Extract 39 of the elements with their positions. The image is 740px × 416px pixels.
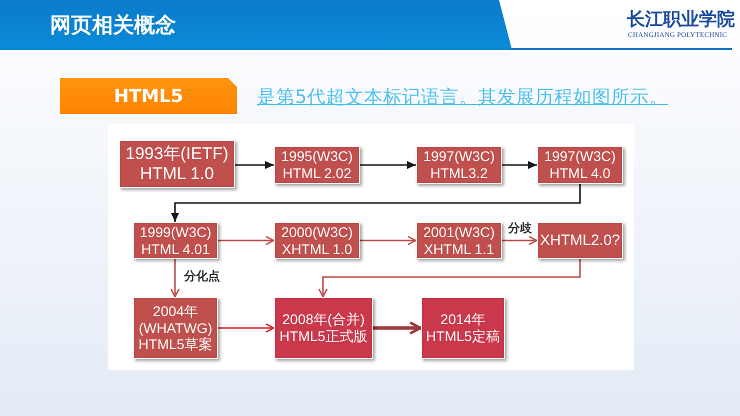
version-text: 1993年(IETF) HTML 1.0: [124, 144, 230, 184]
version-box: [416, 146, 502, 184]
version-text: 2000(W3C) XHTML 1.0: [280, 224, 354, 258]
version-text: XHTML2.0?: [540, 232, 620, 250]
version-text: 2001(W3C) XHTML 1.1: [422, 224, 496, 258]
version-text: 2014年 HTML5定稿: [425, 311, 501, 345]
arrow: [360, 236, 416, 246]
version-text: 1999(W3C) HTML 4.01: [138, 224, 212, 258]
edge-label: 分化点: [183, 269, 221, 284]
school-name: 长江职业学院: [627, 8, 735, 30]
arrow: [502, 161, 537, 169]
version-text: 1995(W3C) HTML 2.02: [280, 148, 354, 182]
tab-title: HTML5: [114, 86, 184, 106]
version-box: [119, 140, 235, 188]
elbow-arrow: [171, 184, 581, 222]
version-text: 1997(W3C) HTML3.2: [422, 148, 496, 182]
elbow-arrow: [318, 259, 581, 298]
arrow: [218, 323, 274, 333]
arrow: [218, 236, 274, 246]
version-text: 2004年 (WHATWG) HTML5草案: [138, 302, 214, 354]
version-box: [133, 222, 218, 259]
edge-label: 分歧: [507, 221, 533, 236]
version-text: 1997(W3C) HTML 4.0: [543, 148, 617, 182]
arrow: [360, 161, 416, 169]
arrow: [373, 321, 422, 335]
version-box: [416, 222, 502, 259]
arrow: [235, 161, 274, 169]
version-box: [133, 297, 218, 359]
version-box: [274, 222, 360, 259]
arrow: [170, 259, 180, 298]
slide-title: 网页相关概念: [50, 12, 176, 38]
version-box: [421, 297, 505, 359]
arrow: [502, 236, 538, 246]
version-box: [537, 146, 623, 184]
version-box: [274, 146, 360, 184]
section-tab: [60, 78, 237, 114]
version-box: [537, 222, 623, 259]
version-text: 2008年(合并) HTML5正式版: [278, 311, 368, 345]
version-box: [274, 297, 373, 359]
